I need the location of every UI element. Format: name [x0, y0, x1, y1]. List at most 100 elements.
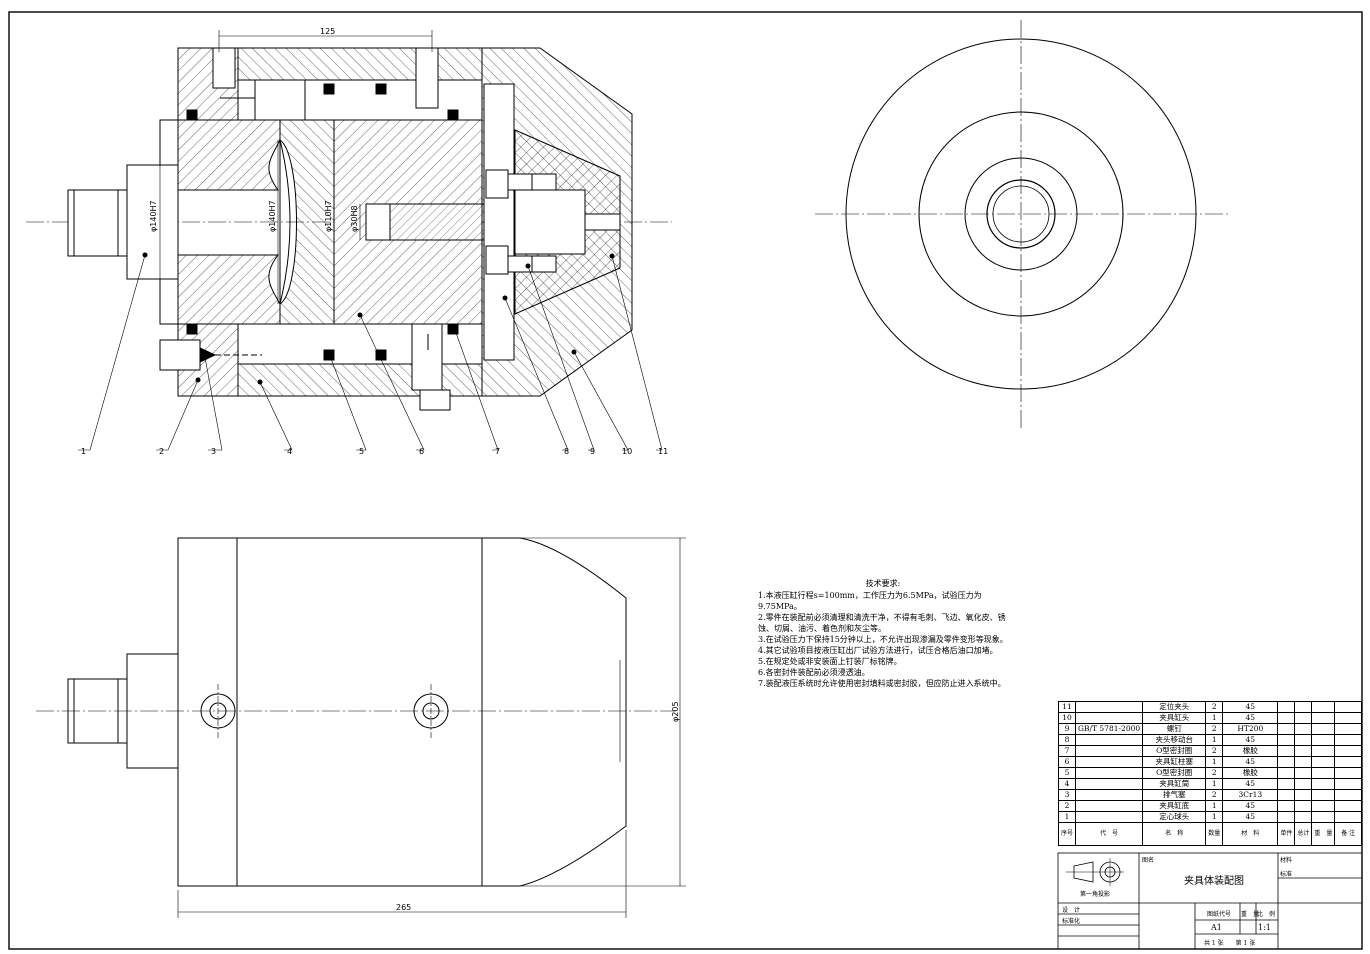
parts-list-empty-cell [1277, 789, 1296, 801]
material-label: 材料 [1280, 857, 1293, 864]
dim-bore-d: φ30H8 [350, 205, 359, 232]
parts-list-empty-cell [1294, 712, 1313, 724]
parts-list-empty-cell [1334, 723, 1362, 735]
parts-list-code [1075, 756, 1144, 768]
balloon-10: 10 [622, 447, 632, 456]
dim-bore-b: φ140H7 [268, 200, 277, 232]
parts-list-empty-cell [1334, 712, 1362, 724]
parts-list-name: 螺钉 [1142, 723, 1207, 735]
parts-list-code [1075, 767, 1144, 779]
tech-line: 1.本液压缸行程s=100mm，工作压力为6.5MPa，试验压力为9.75MPa… [758, 591, 982, 611]
hdr-total: 总计 [1294, 822, 1313, 846]
parts-list-empty-cell [1311, 745, 1336, 757]
parts-list-code [1075, 712, 1144, 724]
parts-list-qty: 2 [1205, 723, 1224, 735]
dim-top-width: 125 [320, 27, 335, 36]
parts-list-qty: 1 [1205, 811, 1224, 823]
standard-label: 标准化 [1062, 918, 1081, 925]
hdr-code: 代 号 [1075, 822, 1144, 846]
parts-list-name: O型密封圈 [1142, 745, 1207, 757]
parts-list-empty-cell [1334, 789, 1362, 801]
parts-list-mat: 45 [1222, 734, 1279, 746]
parts-list-no: 4 [1057, 778, 1077, 790]
parts-list-no: 3 [1057, 789, 1077, 801]
parts-list-header: 序号 代 号 名 称 数量 材 料 单件 总计 重 量 备 注 [1057, 822, 1362, 846]
drawing-name-label: 图名 [1142, 857, 1155, 864]
parts-list-no: 1 [1057, 811, 1077, 823]
parts-list-empty-cell [1277, 778, 1296, 790]
dim-bottom-width: 265 [396, 903, 411, 912]
parts-list-empty-cell [1311, 800, 1336, 812]
parts-list-empty-cell [1277, 811, 1296, 823]
hdr-mat: 材 料 [1222, 822, 1279, 846]
parts-list-empty-cell [1311, 723, 1336, 735]
hdr-no: 序号 [1057, 822, 1077, 846]
tech-line: 4.其它试验项目按液压缸出厂试验方法进行，试压合格后油口加堵。 [758, 646, 998, 655]
parts-list-empty-cell [1311, 767, 1336, 779]
hdr-name: 名 称 [1142, 822, 1207, 846]
parts-list-qty: 1 [1205, 734, 1224, 746]
parts-list-no: 5 [1057, 767, 1077, 779]
parts-list-empty-cell [1294, 811, 1313, 823]
parts-list-qty: 2 [1205, 745, 1224, 757]
parts-list-empty-cell [1294, 701, 1313, 713]
parts-list-empty-cell [1294, 778, 1313, 790]
parts-list-qty: 1 [1205, 756, 1224, 768]
dim-overall-height: φ205 [671, 701, 680, 722]
parts-list-empty-cell [1311, 756, 1336, 768]
parts-list-empty-cell [1334, 800, 1362, 812]
parts-list-no: 6 [1057, 756, 1077, 768]
drawing-name: 夹具体装配图 [1184, 876, 1244, 887]
parts-list-empty-cell [1294, 789, 1313, 801]
parts-list-qty: 1 [1205, 712, 1224, 724]
tech-line: 3.在试验压力下保持15分钟以上，不允许出现渗漏及零件变形等现象。 [758, 635, 1008, 644]
mark-label: 标准 [1280, 871, 1293, 878]
parts-list-empty-cell [1294, 745, 1313, 757]
projection-label: 第一角投影 [1080, 891, 1111, 898]
parts-list-empty-cell [1311, 811, 1336, 823]
front-dimensions [177, 537, 686, 918]
sheet-count: 共 1 张 第 1 张 [1204, 940, 1256, 947]
parts-list-name: 夹具缸底 [1142, 800, 1207, 812]
parts-list-name: 夹具缸柱塞 [1142, 756, 1207, 768]
parts-list-mat: 45 [1222, 712, 1279, 724]
balloon-1: 1 [81, 447, 86, 456]
tech-line: 6.各密封件装配前必须浸透油。 [758, 668, 870, 677]
hdr-qty: 数量 [1205, 822, 1224, 846]
parts-list-no: 7 [1057, 745, 1077, 757]
parts-list-empty-cell [1277, 712, 1296, 724]
hdr-remark: 备 注 [1334, 822, 1362, 846]
leader-dots [142, 252, 615, 385]
parts-list-code [1075, 778, 1144, 790]
title-block-frame [1057, 852, 1363, 950]
parts-list-code [1075, 789, 1144, 801]
end-view [815, 20, 1228, 428]
parts-list-mat: 45 [1222, 778, 1279, 790]
parts-list-code: GB/T 5781-2000 [1075, 723, 1144, 735]
parts-list-empty-cell [1294, 723, 1313, 735]
parts-list-empty-cell [1311, 789, 1336, 801]
parts-list-empty-cell [1277, 701, 1296, 713]
parts-list-mat: 橡胶 [1222, 745, 1279, 757]
parts-list-empty-cell [1294, 800, 1313, 812]
parts-list-name: 定位夹头 [1142, 701, 1207, 713]
parts-list-name: 夹具缸头 [1142, 712, 1207, 724]
balloon-5: 5 [359, 447, 364, 456]
sheet-size: A1 [1211, 923, 1222, 932]
parts-list-name: 排气塞 [1142, 789, 1207, 801]
tech-line: 2.零件在装配前必须清理和清洗干净，不得有毛刺、飞边、氧化皮、锈蚀、切屑、油污、… [758, 613, 1006, 633]
technical-requirements: 技术要求: 1.本液压缸行程s=100mm，工作压力为6.5MPa，试验压力为9… [758, 578, 1008, 689]
tech-line: 5.在规定处或非安装面上钉装厂标铭牌。 [758, 657, 902, 666]
parts-list-empty-cell [1294, 767, 1313, 779]
